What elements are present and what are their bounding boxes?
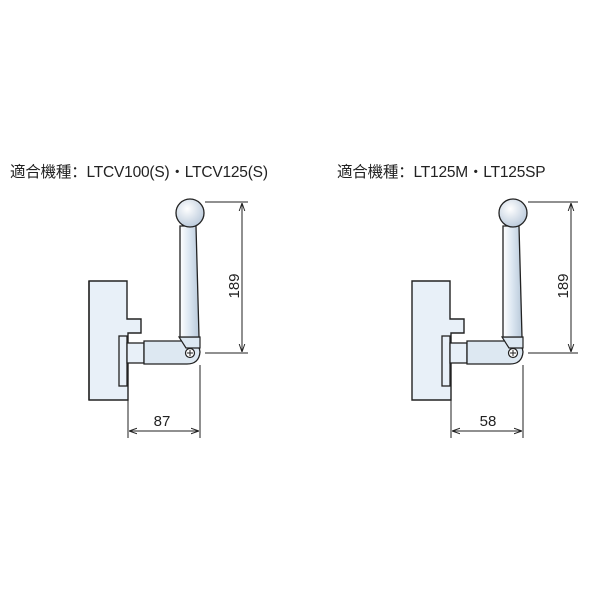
right-handle-grip [502, 225, 523, 338]
right-caption: 適合機種：LT125M・LT125SP [337, 164, 546, 181]
right-height-dim-label: 189 [555, 273, 572, 298]
right-handwheel-drawing: 189 58 [411, 198, 578, 438]
left-mount-plate [118, 335, 128, 387]
left-knob [175, 198, 205, 228]
right-width-dim-label: 58 [480, 413, 497, 430]
left-caption: 適合機種：LTCV100(S)・LTCV125(S) [10, 164, 268, 181]
left-height-dim-label: 189 [226, 273, 243, 298]
right-mount-plate [441, 335, 451, 387]
left-handwheel-drawing: 189 87 [88, 198, 248, 438]
right-machine-body [411, 280, 465, 401]
left-hub-collar [126, 342, 145, 364]
left-machine-body [88, 280, 142, 401]
right-knob [498, 198, 528, 228]
right-hub-collar [449, 342, 468, 364]
left-handle-grip [179, 225, 200, 338]
left-width-dim-label: 87 [154, 413, 171, 430]
